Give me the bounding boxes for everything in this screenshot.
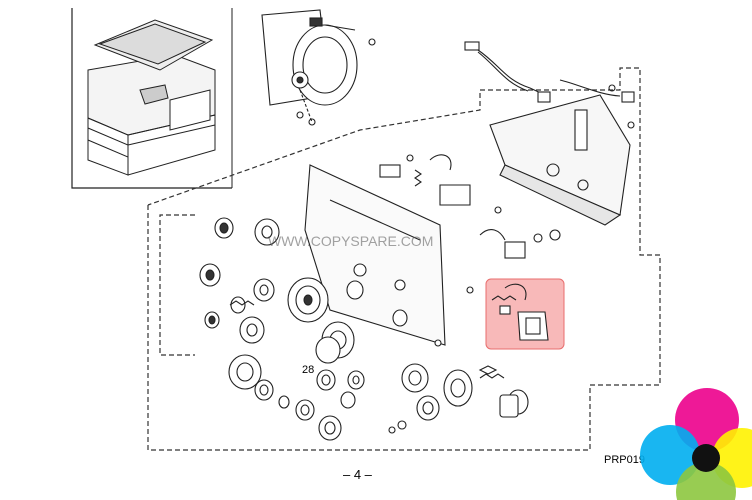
highlighted-solenoid[interactable] <box>485 278 565 350</box>
solenoid-upper <box>379 154 471 206</box>
gear-cluster <box>199 217 529 441</box>
drive-motor <box>261 9 376 126</box>
cmyk-color-wheel-logo <box>640 388 752 500</box>
harness-and-bracket <box>464 41 635 226</box>
page-label: – 4 – <box>343 467 373 482</box>
callout-number-28: 28 <box>302 364 314 376</box>
side-frame-plate <box>304 164 446 346</box>
copier-overview <box>71 8 233 189</box>
bushings-and-shafts <box>466 206 561 294</box>
group-boundary <box>147 67 661 451</box>
figure-code: PRP019 <box>604 454 645 466</box>
watermark-text: WWW.COPYSPARE.COM <box>268 233 433 249</box>
